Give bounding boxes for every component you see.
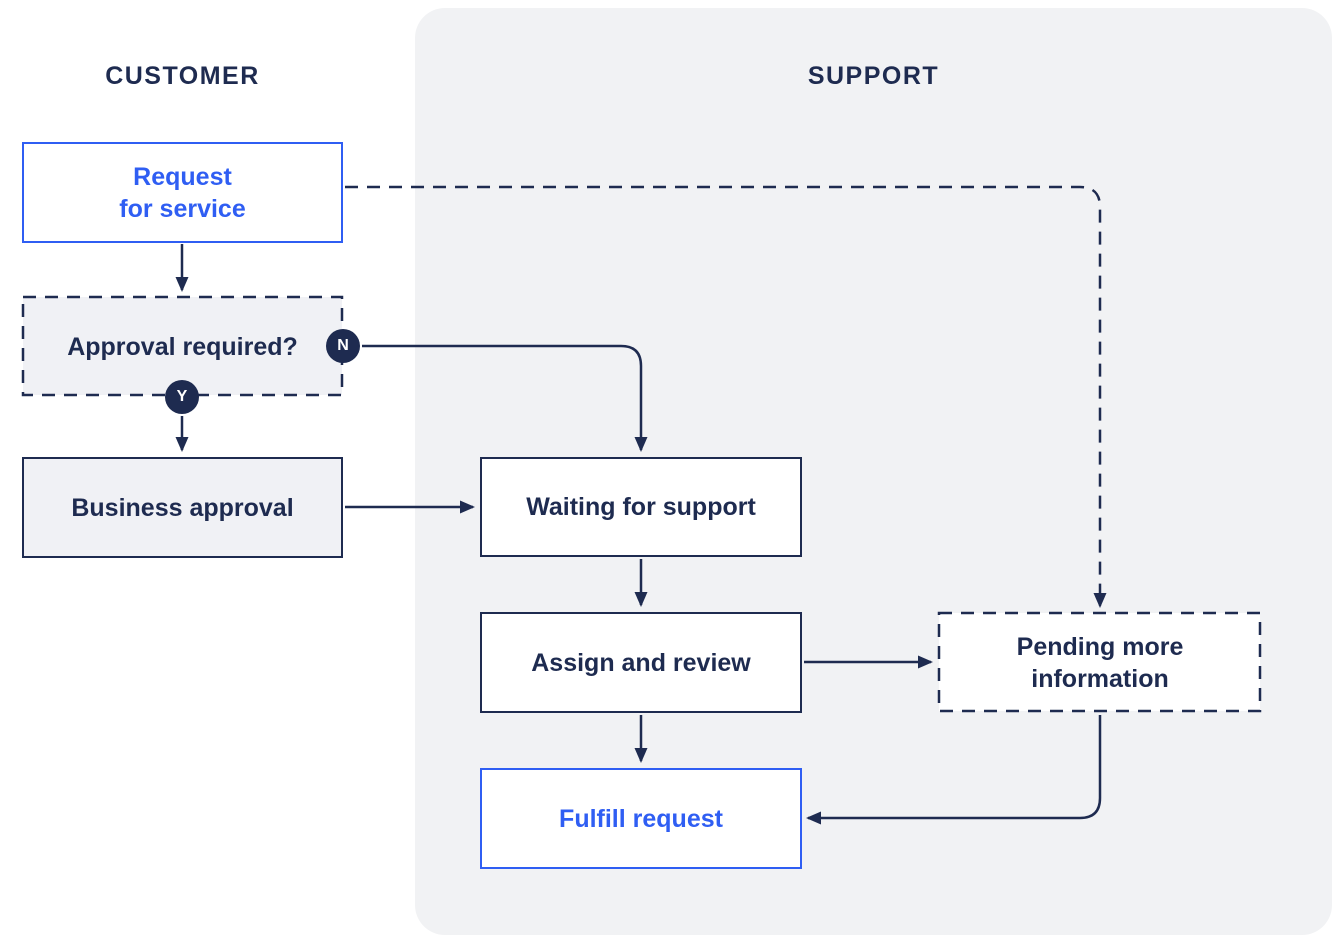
lane-label-support: SUPPORT <box>807 62 940 90</box>
lane-label-customer: CUSTOMER <box>105 62 260 90</box>
node-waiting-for-support: Waiting for support <box>480 457 802 557</box>
connector-pending-to-fulfill <box>806 715 1102 825</box>
connector-request-to-pending-dashed <box>345 185 1107 608</box>
branch-badge-yes: Y <box>165 380 199 414</box>
node-fulfill-request: Fulfill request <box>480 768 802 869</box>
pending-more-information-dashed-border <box>937 611 1262 713</box>
node-business-approval: Business approval <box>22 457 343 558</box>
connector-approval-no-to-waiting <box>362 344 648 452</box>
node-pending-more-information: Pending more information <box>1016 632 1184 693</box>
node-approval-required: Approval required? <box>67 332 298 361</box>
node-request-for-service: Request for service <box>22 142 343 243</box>
branch-badge-no: N <box>326 329 360 363</box>
node-assign-and-review: Assign and review <box>480 612 802 713</box>
